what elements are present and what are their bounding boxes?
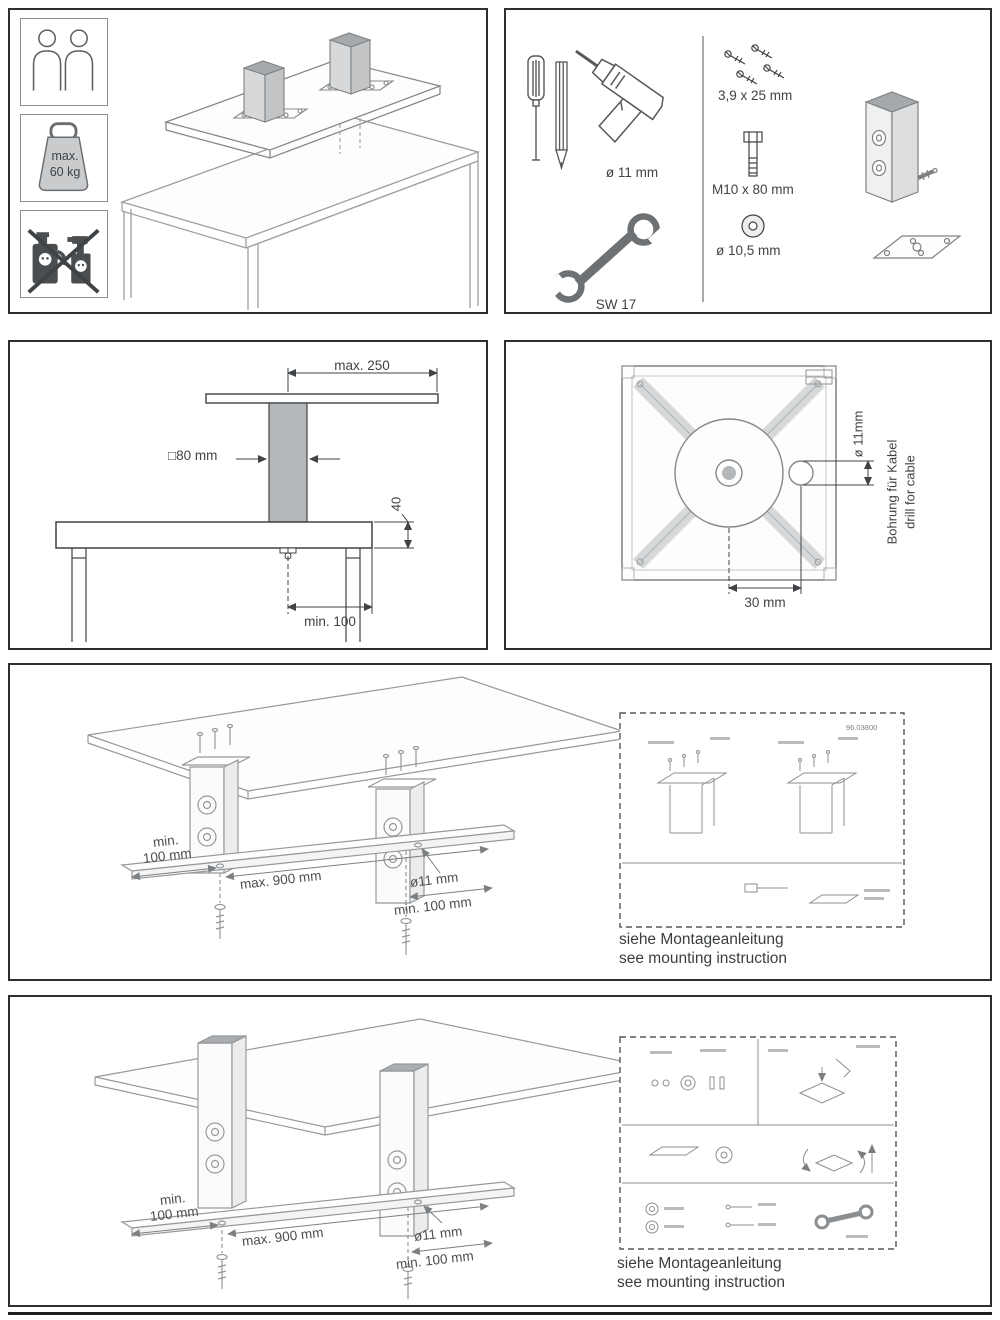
mounting-note-en: see mounting instruction (619, 950, 788, 967)
cable-note-en-label: drill for cable (902, 455, 918, 529)
dim-min-edge-label: min. 100 (304, 614, 356, 629)
icon-box-max-weight: max. 60 kg (20, 114, 108, 202)
panel-top-view: 30 mm ø 11mm Bohrung für Kabel drill for… (504, 340, 992, 650)
mounting-note-de: siehe Montageanleitung (617, 1255, 782, 1272)
bolt-size-label: M10 x 80 mm (712, 182, 794, 197)
mounting-plate-drawing (872, 235, 962, 259)
column-part-drawing (864, 91, 938, 203)
washer-icon (741, 214, 765, 238)
icon-box-no-chemicals (20, 210, 108, 298)
screws-icon (724, 44, 785, 85)
drill-diameter-label: ø 11 mm (605, 165, 659, 180)
screwdriver-icon (527, 55, 545, 161)
wrench-icon (542, 213, 676, 303)
page-bottom-rule (8, 1312, 992, 1315)
inset-step-diagrams (622, 1039, 894, 1238)
bolt-icon (743, 131, 763, 177)
panel-mount-down: min. 100 mm max. 900 mm ø11 mm min. 100 … (8, 663, 992, 981)
no-chemicals-icon (27, 228, 100, 294)
topside-assembly-drawing (94, 1018, 897, 1299)
max-weight-label-line1: max. (51, 149, 79, 163)
underside-assembly-drawing (87, 676, 905, 955)
panel-safety-overview: max. 60 kg (8, 8, 488, 314)
washer-size-label: ø 10,5 mm (716, 243, 781, 258)
top-view-drawing (621, 365, 874, 594)
inset-code-label: 96.03800 (846, 723, 878, 732)
tools-drawing (527, 36, 962, 303)
table-assembly-drawing (119, 32, 481, 310)
panel-mount-up: min. 100 mm max. 900 mm ø11 mm min. 100 … (8, 995, 992, 1307)
dim-offset-label: 30 mm (744, 595, 786, 610)
panel-side-view: max. 250 □80 mm 40 min. 100 (8, 340, 488, 650)
max-weight-label-line2: 60 kg (49, 165, 81, 179)
side-view-drawing (55, 368, 439, 642)
dim-thickness-label: 40 (388, 496, 404, 512)
wrench-size-label: SW 17 (595, 297, 637, 312)
panel-tools: ø 11 mm SW 17 3,9 x 25 mm M10 x 80 mm ø … (504, 8, 992, 314)
mounting-note-en: see mounting instruction (617, 1274, 786, 1291)
pencil-icon (555, 61, 568, 171)
two-persons-icon (32, 29, 94, 91)
dim-max-width-label: max. 250 (334, 358, 390, 373)
screws-size-label: 3,9 x 25 mm (718, 88, 793, 103)
icon-box-two-persons (20, 18, 108, 106)
dim-column-width-label: □80 mm (168, 448, 218, 463)
inset-mini-diagrams (622, 737, 902, 904)
weight-icon (38, 122, 89, 192)
drill-icon (575, 49, 664, 143)
mounting-note-de: siehe Montageanleitung (619, 931, 784, 948)
mounting-detail-inset (619, 712, 905, 928)
dim-hole-label: ø 11mm (850, 410, 866, 458)
cable-note-de-label: Bohrung für Kabel (884, 439, 900, 545)
